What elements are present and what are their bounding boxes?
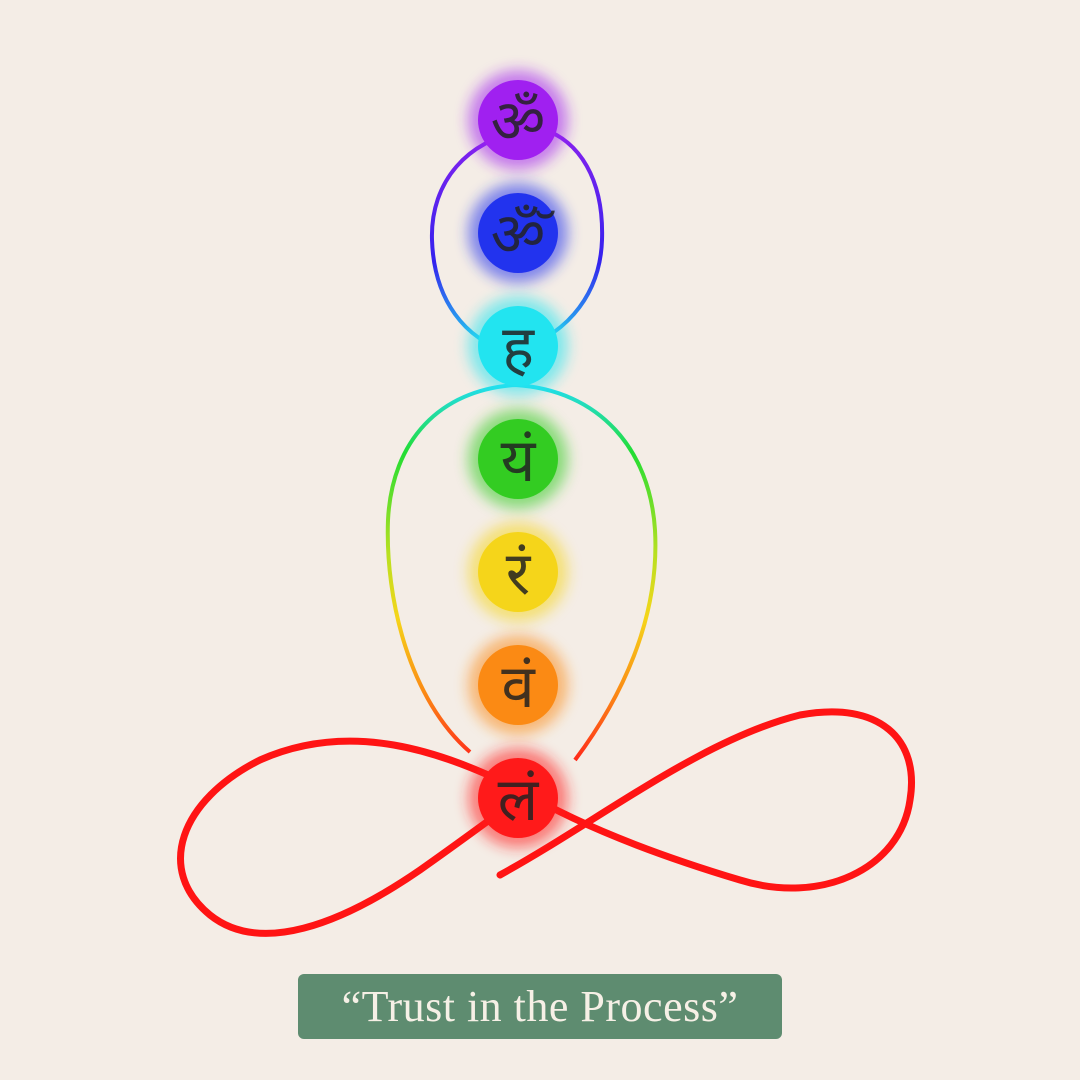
- chakra-core: [478, 80, 558, 160]
- chakra-core: [478, 306, 558, 386]
- quote-text: “Trust in the Process”: [341, 982, 739, 1031]
- chakra-core: [478, 645, 558, 725]
- chakra-orb: लं: [468, 748, 568, 848]
- chakra-orb: ह: [468, 296, 568, 396]
- quote-banner: “Trust in the Process”: [298, 974, 782, 1039]
- chakra-core: [478, 758, 558, 838]
- chakra-orb: ॐ̆: [468, 183, 568, 283]
- chakra-syllable: ह: [502, 313, 535, 383]
- chakra-core: [478, 193, 558, 273]
- chakra-syllable: ॐ: [491, 87, 546, 157]
- chakra-orb: ॐ: [468, 70, 568, 170]
- chakra-core: [478, 419, 558, 499]
- chakra-orb: यं: [468, 409, 568, 509]
- chakra-orb: वं: [468, 635, 568, 735]
- chakra-orb: रं: [468, 522, 568, 622]
- chakra-syllable: लं: [498, 765, 540, 835]
- chakra-syllable: वं: [501, 652, 536, 722]
- chakra-syllable: रं: [506, 539, 532, 609]
- chakra-syllable: यं: [501, 426, 537, 496]
- chakra-syllable: ॐ̆: [491, 200, 556, 270]
- chakra-core: [478, 532, 558, 612]
